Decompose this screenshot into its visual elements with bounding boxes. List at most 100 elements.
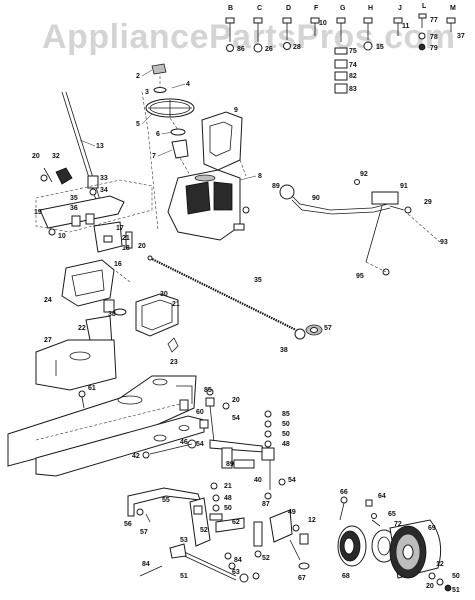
- callout-20c: 20: [232, 397, 240, 404]
- callout-85: 85: [204, 387, 212, 394]
- callout-72: 72: [394, 521, 402, 528]
- hw-letter-g: G: [340, 5, 346, 12]
- callout-46: 46: [180, 439, 188, 446]
- hw-bolt-c: [253, 17, 263, 24]
- callout-22: 22: [78, 325, 86, 332]
- hw-nut-l: [418, 43, 426, 51]
- callout-48b: 48: [224, 495, 232, 502]
- hw-num-15: 15: [376, 44, 384, 51]
- callout-35a: 35: [70, 195, 78, 202]
- callout-50b: 50: [282, 431, 290, 438]
- hw-num-26: 26: [265, 46, 273, 53]
- mount-plate-27: [35, 339, 117, 391]
- hw-letter-b: B: [228, 5, 233, 12]
- steering-nut: [153, 87, 167, 93]
- hardware-key: B C D F G H J L M 86 26 28 10 75 74: [225, 3, 465, 94]
- support-pin: [125, 231, 133, 249]
- callout-68: 68: [342, 573, 350, 580]
- hw-num-74: 74: [349, 62, 357, 69]
- callout-50a: 50: [282, 421, 290, 428]
- support-bolt-1: [71, 215, 81, 227]
- steering-group: [141, 63, 250, 241]
- steering-adapter: [171, 139, 189, 159]
- bracket-53: [189, 497, 211, 547]
- callout-60: 60: [196, 409, 204, 416]
- callout-24: 24: [44, 297, 52, 304]
- callout-2: 2: [136, 73, 140, 80]
- hw-spacer-g4: [334, 83, 348, 94]
- callout-40: 40: [254, 477, 262, 484]
- hw-bolt-g: [336, 17, 346, 24]
- callout-10: 10: [58, 233, 66, 240]
- link-52: [253, 521, 263, 547]
- callout-16: 16: [114, 261, 122, 268]
- hw-bolt-m: [446, 17, 456, 24]
- hw-bolt-d: [282, 17, 292, 24]
- hw-num-75: 75: [349, 48, 357, 55]
- hw-letter-m: M: [450, 5, 456, 12]
- hw-nut-h: [363, 41, 373, 51]
- callout-61: 61: [88, 385, 96, 392]
- callout-30: 30: [160, 291, 168, 298]
- frame-rail-upper: [7, 375, 197, 467]
- callout-35b: 35: [254, 277, 262, 284]
- hw-spacer-g1: [334, 47, 348, 55]
- callout-55: 55: [162, 497, 170, 504]
- hw-bolt-l: [418, 13, 427, 19]
- hw-num-28: 28: [293, 44, 301, 51]
- hw-letter-l: L: [422, 3, 427, 10]
- callout-84b: 84: [234, 557, 242, 564]
- callout-5: 5: [136, 121, 140, 128]
- callout-20d: 20: [426, 583, 434, 590]
- callout-29: 29: [424, 199, 432, 206]
- callout-20a: 20: [32, 153, 40, 160]
- callout-7: 7: [152, 153, 156, 160]
- long-spring: [149, 257, 297, 331]
- callout-63: 63: [232, 569, 240, 576]
- steering-panel-cover: [201, 111, 243, 171]
- hw-bolt-h: [363, 17, 373, 24]
- shaft-clamp: [87, 175, 99, 189]
- bracket-49: [269, 509, 293, 543]
- hw-bolt-f: [310, 17, 320, 24]
- callout-42: 42: [132, 453, 140, 460]
- console-clip: [233, 223, 245, 231]
- callout-52b: 52: [262, 555, 270, 562]
- callout-12b: 12: [436, 561, 444, 568]
- callout-23: 23: [170, 359, 178, 366]
- callout-8: 8: [258, 173, 262, 180]
- callout-62: 62: [232, 519, 240, 526]
- shift-linkage-group: [279, 179, 441, 276]
- callout-33: 33: [100, 175, 108, 182]
- callout-54a: 54: [232, 415, 240, 422]
- callout-50c: 50: [224, 505, 232, 512]
- callout-21a: 21: [122, 235, 130, 242]
- hw-num-78: 78: [430, 34, 438, 41]
- pulley-group: [269, 496, 452, 592]
- callout-57b: 57: [140, 529, 148, 536]
- shaft-washer: [40, 174, 48, 182]
- callout-3: 3: [145, 89, 149, 96]
- hw-letter-h: H: [368, 5, 373, 12]
- hw-num-82: 82: [349, 73, 357, 80]
- callout-13: 13: [96, 143, 104, 150]
- bushing-67: [298, 562, 310, 570]
- hw-washer-l: [418, 32, 426, 40]
- bushing-38: [294, 328, 306, 340]
- callout-64: 64: [378, 493, 386, 500]
- lower-linkage-group: [127, 487, 263, 583]
- hw-washer-d: [283, 42, 291, 50]
- frame-group: [7, 339, 205, 477]
- callout-12a: 12: [308, 517, 316, 524]
- shift-lever-bracket: [371, 191, 399, 205]
- shaft-bracket: [55, 167, 73, 185]
- console-window-left: [185, 181, 211, 215]
- bracket-24: [61, 259, 115, 307]
- callout-17: 17: [116, 225, 124, 232]
- callout-92: 92: [360, 171, 368, 178]
- callout-84a: 84: [142, 561, 150, 568]
- callout-69: 69: [428, 525, 436, 532]
- callout-21c: 21: [224, 483, 232, 490]
- rod-55: [127, 487, 201, 517]
